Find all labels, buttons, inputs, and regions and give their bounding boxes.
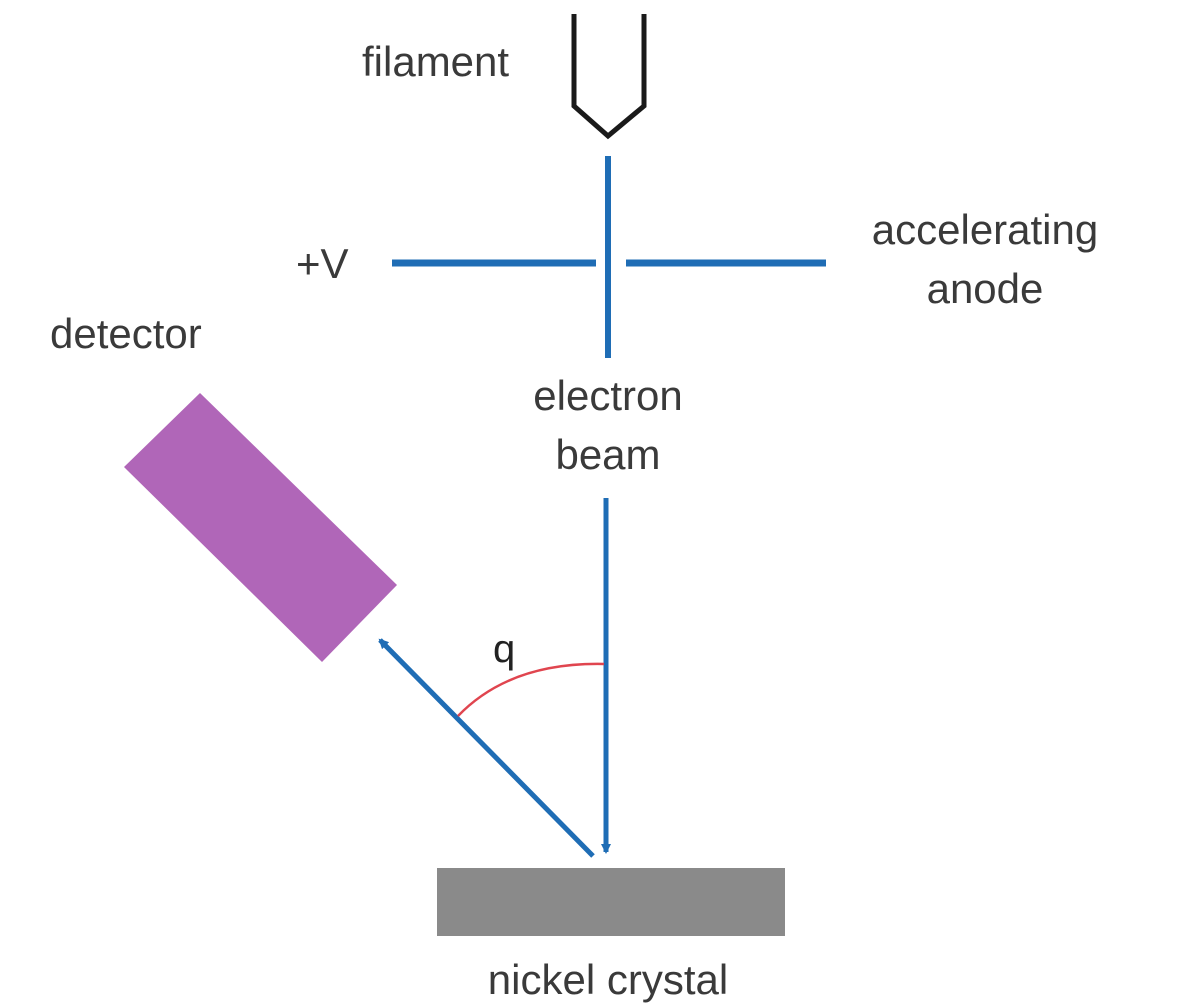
nickel-crystal-label: nickel crystal <box>488 956 728 1003</box>
filament-icon <box>571 14 647 140</box>
filament-label: filament <box>362 38 509 85</box>
scattering-angle-label: q <box>493 627 515 671</box>
detector-label: detector <box>50 310 202 357</box>
scattered-beam-arrow <box>378 638 595 858</box>
anode-label-line1: accelerating <box>872 206 1098 253</box>
electron-beam-label-line2: beam <box>555 431 660 478</box>
electron-beam-label-line1: electron <box>533 372 682 419</box>
detector-block <box>124 393 397 662</box>
voltage-label: +V <box>296 240 349 287</box>
nickel-crystal-block <box>437 868 785 936</box>
anode-label-line2: anode <box>927 265 1044 312</box>
scattering-angle-arc <box>457 662 605 717</box>
